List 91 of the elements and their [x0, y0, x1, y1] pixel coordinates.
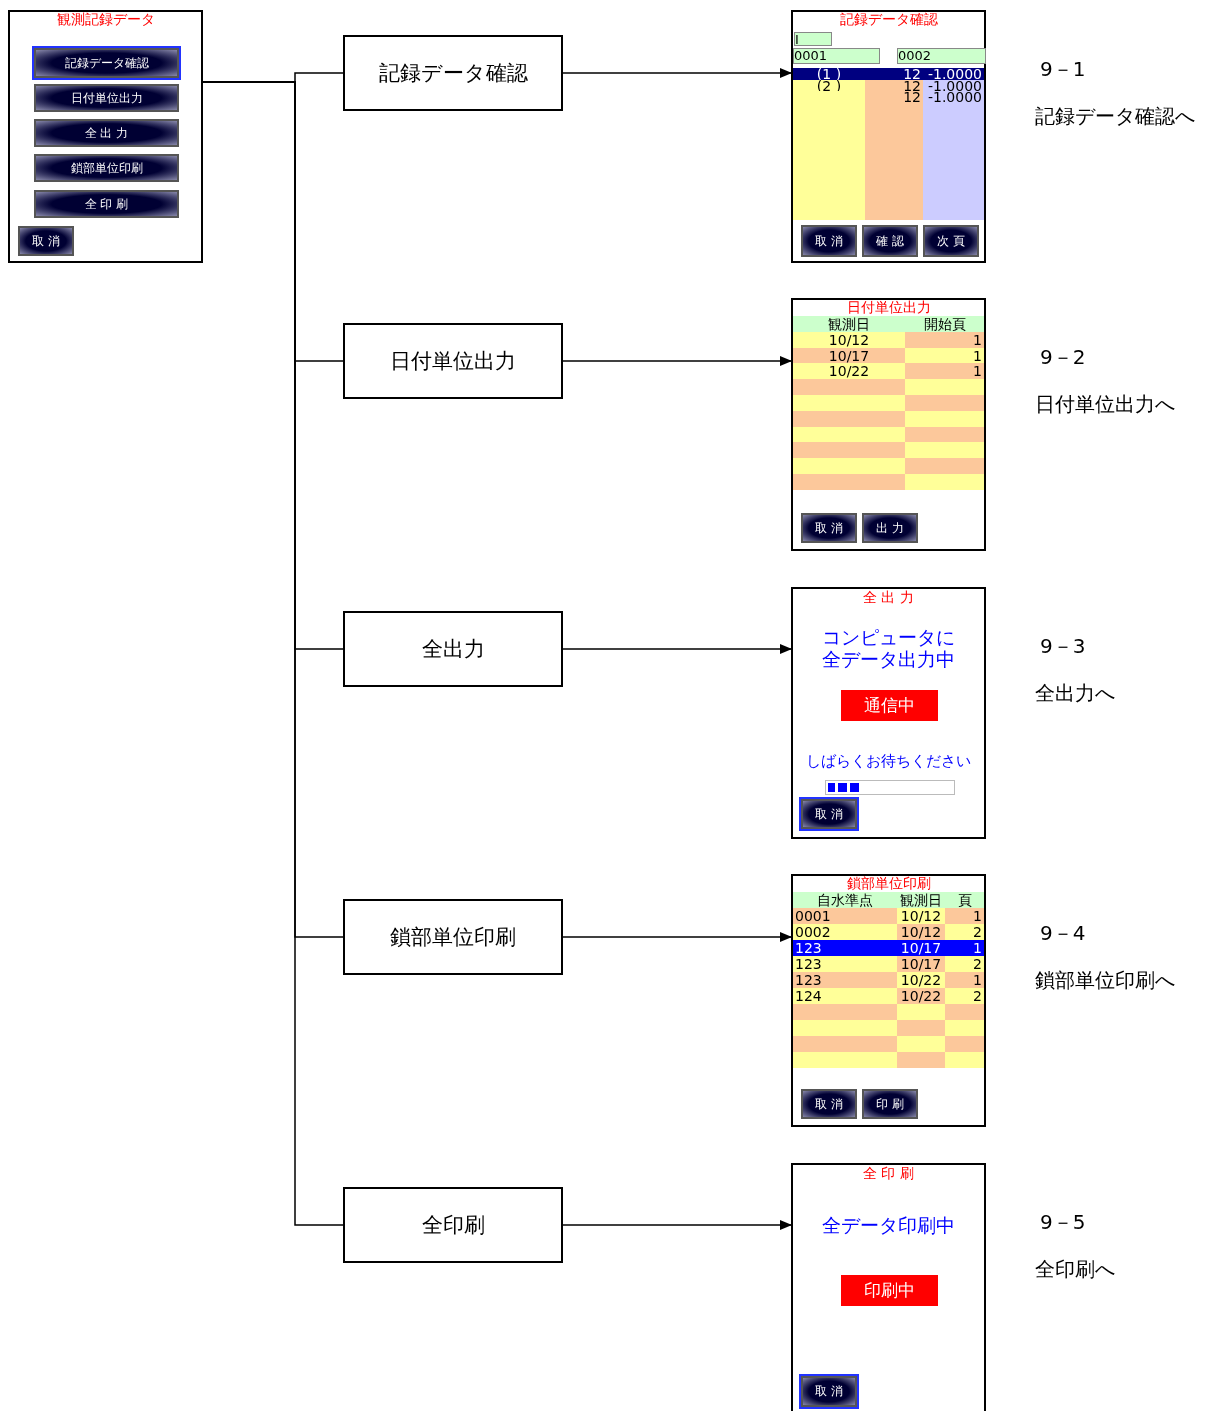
phone-screen [791, 587, 986, 839]
table-cell: 123 [793, 940, 897, 956]
process-box: 全印刷 [343, 1187, 563, 1263]
table-cell: -1.0000 [923, 91, 984, 103]
button: 取 消 [801, 1089, 857, 1119]
message-text: 全データ印刷中 [821, 1215, 956, 1237]
button: 日付単位出力 [34, 84, 179, 112]
input-field: I [794, 32, 832, 46]
table-cell: 2 [945, 988, 984, 1004]
table-cell: 12 [865, 80, 923, 92]
table-cell: 1 [945, 972, 984, 988]
screen-number: 9－5 [1040, 1209, 1086, 1236]
table-cell: 12 [865, 68, 923, 80]
phone-screen [791, 1163, 986, 1411]
table-cell: 10/12 [793, 332, 905, 348]
process-box: 日付単位出力 [343, 323, 563, 399]
message-text: コンピュータに全データ出力中 [821, 627, 956, 671]
table-cell: 観測日 [793, 316, 905, 332]
transition-label: 鎖部単位印刷へ [1035, 967, 1175, 994]
table-cell: (1 ) [793, 68, 865, 80]
button: 印 刷 [862, 1089, 918, 1119]
table-cell: 観測日 [897, 892, 945, 908]
button: 取 消 [801, 799, 857, 829]
phone-screen [791, 10, 986, 263]
table-cell: 頁 [945, 892, 984, 908]
arrow [562, 68, 792, 78]
phone-screen [791, 874, 986, 1127]
button: 次 頁 [923, 225, 979, 257]
table-cell: 10/12 [897, 924, 945, 940]
table-cell: 1 [945, 908, 984, 924]
table-cell: 自水準点 [793, 892, 897, 908]
table-cell: 10/22 [897, 972, 945, 988]
screen-title: 記録データ確認 [838, 11, 939, 27]
table-cell: 1 [905, 348, 984, 364]
process-box: 全出力 [343, 611, 563, 687]
table-cell: 0002 [793, 924, 897, 940]
screen-title: 全 出 力 [862, 589, 915, 605]
status-indicator: 印刷中 [841, 1275, 938, 1306]
screen-number: 9－1 [1040, 56, 1086, 83]
table-cell: 0001 [793, 908, 897, 924]
transition-label: 記録データ確認へ [1035, 103, 1195, 130]
message-text: しばらくお待ちください [805, 753, 972, 771]
status-indicator: 通信中 [841, 690, 938, 721]
table-cell: 1 [905, 332, 984, 348]
button: 確 認 [862, 225, 918, 257]
table-cell: 10/17 [793, 348, 905, 364]
input-field: 0002 [897, 48, 986, 64]
table-cell: 開始頁 [905, 316, 984, 332]
button: 取 消 [801, 513, 857, 543]
table-cell: 123 [793, 956, 897, 972]
table-cell: 12 [865, 91, 923, 103]
table-cell: 123 [793, 972, 897, 988]
arrow [562, 1220, 792, 1230]
screen-title: 日付単位出力 [845, 299, 932, 315]
table-cell: -1.0000 [923, 68, 984, 80]
process-box: 鎖部単位印刷 [343, 899, 563, 975]
input-field: 0001 [793, 48, 880, 64]
screen-number: 9－3 [1040, 633, 1086, 660]
screen-number: 9－2 [1040, 344, 1086, 371]
button: 出 力 [862, 513, 918, 543]
process-box: 記録データ確認 [343, 35, 563, 111]
phone-screen [791, 298, 986, 551]
transition-label: 日付単位出力へ [1035, 391, 1175, 418]
button: 鎖部単位印刷 [34, 154, 179, 182]
phone-screen [8, 10, 203, 263]
button: 取 消 [801, 225, 857, 257]
button: 全 出 力 [34, 119, 179, 147]
arrow [562, 932, 792, 942]
screen-title: 全 印 刷 [862, 1165, 915, 1181]
arrow [562, 644, 792, 654]
button: 全 印 刷 [34, 190, 179, 218]
table-cell: 1 [905, 363, 984, 379]
table-cell: 10/17 [897, 940, 945, 956]
table-cell: 10/17 [897, 956, 945, 972]
button: 記録データ確認 [34, 48, 179, 78]
table-cell: 10/22 [793, 363, 905, 379]
arrow [562, 356, 792, 366]
table-cell: 10/12 [897, 908, 945, 924]
button: 取 消 [801, 1376, 857, 1407]
screen-title: 観測記録データ [55, 11, 156, 27]
table-cell: 2 [945, 956, 984, 972]
screen-number: 9－4 [1040, 920, 1086, 947]
table-cell: 1 [945, 940, 984, 956]
transition-label: 全印刷へ [1035, 1256, 1115, 1283]
screen-title: 鎖部単位印刷 [845, 875, 932, 891]
table-cell: 124 [793, 988, 897, 1004]
transition-label: 全出力へ [1035, 680, 1115, 707]
table-cell: 10/22 [897, 988, 945, 1004]
table-cell: -1.0000 [923, 80, 984, 92]
button: 取 消 [18, 226, 74, 256]
table-cell: 2 [945, 924, 984, 940]
